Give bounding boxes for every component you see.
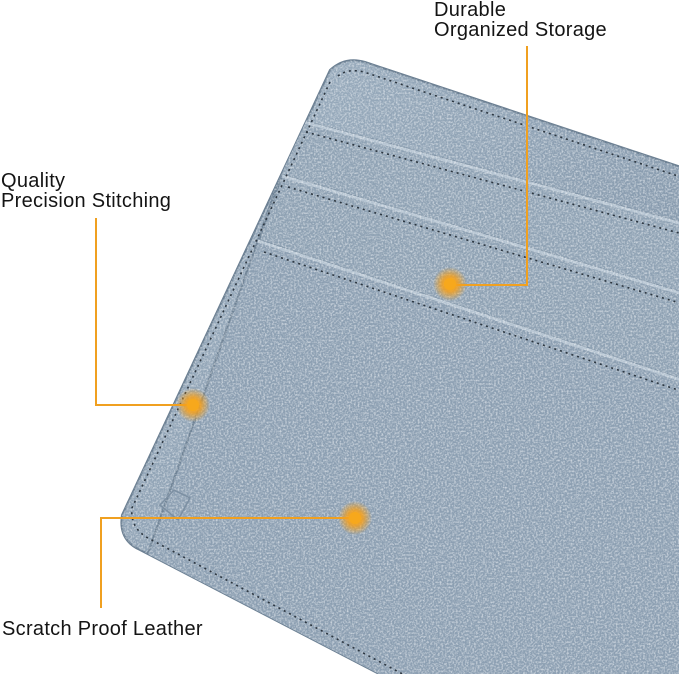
stitching xyxy=(131,69,679,674)
storage-callout-label: Durable Organized Storage xyxy=(434,0,607,40)
callout-markers xyxy=(176,267,467,535)
storage-label-line2: Organized Storage xyxy=(434,19,607,41)
emboss-logo xyxy=(158,489,192,522)
stitching-label-line1: Quality xyxy=(1,170,66,192)
callout-lines xyxy=(95,46,528,608)
leather-callout-line xyxy=(100,517,354,608)
leather-label-line1: Scratch Proof Leather xyxy=(2,618,203,640)
storage-label-line1: Durable xyxy=(434,0,507,21)
storage-callout-line xyxy=(450,46,528,286)
stitching-label-line2: Precision Stitching xyxy=(1,190,172,212)
stitching-callout-label: Quality Precision Stitching xyxy=(1,171,171,211)
leather-callout-label: Scratch Proof Leather xyxy=(2,619,203,639)
stitching-callout-line xyxy=(95,218,192,406)
